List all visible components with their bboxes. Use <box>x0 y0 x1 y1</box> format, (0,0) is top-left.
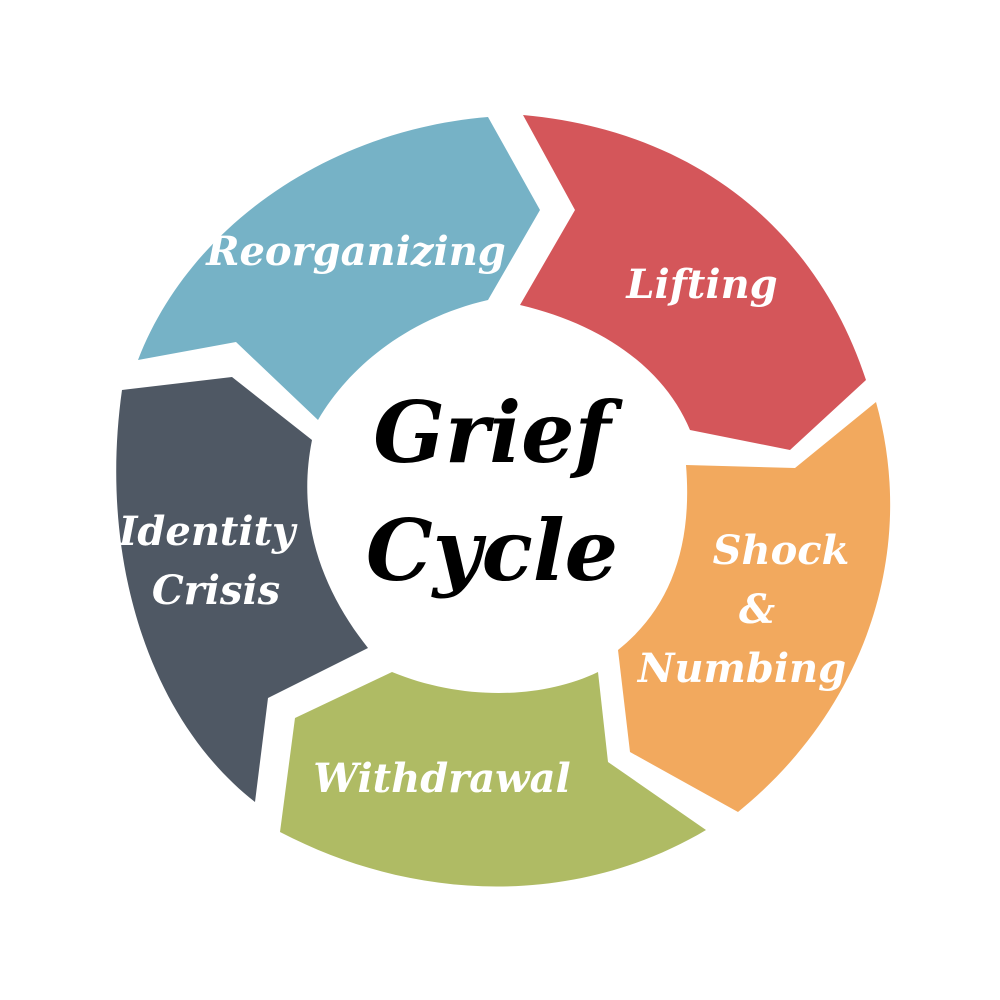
stage-label-reorganizing: Reorganizing <box>205 228 506 275</box>
stage-label-withdrawal: Withdrawal <box>313 755 570 802</box>
stage-segment-shock-numbing <box>618 402 891 812</box>
stage-label-numbing: Numbing <box>636 645 846 692</box>
stage-label-shock: Shock <box>713 527 850 574</box>
stage-label-ampersand: & <box>739 586 775 633</box>
center-title-line-2: Cycle <box>366 501 618 600</box>
stage-segment-identity-crisis <box>116 377 368 802</box>
stage-label-crisis: Crisis <box>152 567 280 614</box>
stage-segment-withdrawal <box>280 672 706 887</box>
stage-label-identity: Identity <box>118 508 298 555</box>
stage-label-lifting: Lifting <box>625 261 777 308</box>
stage-segment-reorganizing <box>138 117 540 420</box>
center-title-line-1: Grief <box>373 383 623 482</box>
stage-segment-lifting <box>520 115 866 450</box>
